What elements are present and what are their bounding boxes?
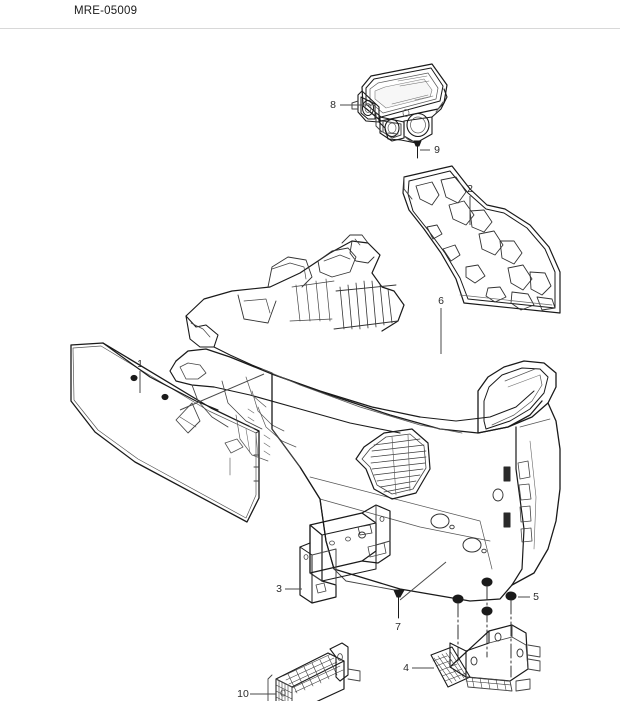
callout-8: 8	[330, 99, 336, 111]
drawing-number: MRE-05009	[74, 5, 138, 17]
leader-7	[399, 561, 447, 601]
part-clip	[413, 140, 422, 159]
part-console-lid-assembly	[351, 63, 448, 144]
page-header: MRE-05009	[0, 0, 620, 28]
part-mesh-tray	[267, 642, 361, 701]
part-mounting-bolt	[452, 577, 517, 678]
part-console-body	[169, 234, 561, 602]
part-right-side-trim-panel	[402, 165, 561, 314]
leader-1-secondary	[179, 373, 265, 411]
header-divider	[0, 28, 620, 29]
callout-labels: 1 2 3 4 5 6 7 8 9 10	[137, 99, 539, 700]
part-screw	[393, 589, 405, 619]
callout-9: 9	[434, 144, 440, 156]
callout-10: 10	[237, 688, 249, 700]
callout-1: 1	[137, 358, 143, 370]
callout-5: 5	[533, 591, 539, 603]
part-front-mounting-bracket	[299, 504, 391, 604]
callout-2: 2	[467, 183, 473, 195]
diagram-canvas: 1 2 3 4 5 6 7 8 9 10	[0, 29, 620, 701]
part-left-side-trim-panel	[70, 342, 260, 523]
callout-4: 4	[403, 662, 409, 674]
callout-7: 7	[395, 621, 401, 633]
leader-lines	[139, 104, 530, 695]
part-rear-mounting-bracket	[430, 624, 541, 692]
callout-6: 6	[438, 295, 444, 307]
callout-3: 3	[276, 583, 282, 595]
